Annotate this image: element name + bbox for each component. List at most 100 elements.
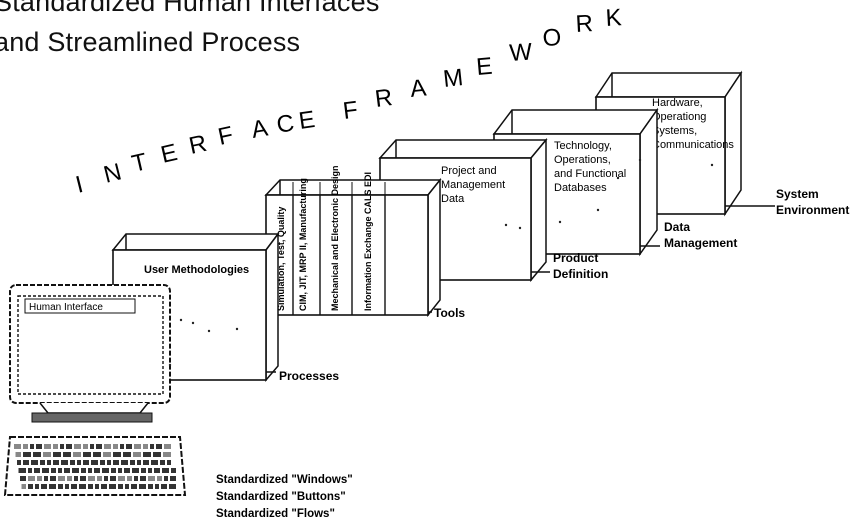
framework-letter: R [373, 84, 394, 113]
keyboard-key [35, 484, 39, 489]
keyboard-key [171, 468, 176, 473]
keyboard-key [103, 452, 111, 457]
framework-letter: A [249, 115, 269, 144]
keyboard-key [161, 484, 167, 489]
keyboard-key [18, 468, 26, 473]
keyboard-key [72, 468, 79, 473]
keyboard-key [33, 452, 41, 457]
data-management-box-line2: Operations, [554, 154, 611, 166]
keyboard-key [83, 460, 89, 465]
product-definition-box-line3: Data [441, 193, 465, 205]
keyboard-key [88, 468, 92, 473]
tools-slice-3: Mechanical and Electronic Design [330, 165, 340, 311]
keyboard-key [28, 468, 32, 473]
keyboard-key [143, 452, 151, 457]
keyboard-key [91, 460, 98, 465]
data-management-box-line3: and Functional [554, 168, 626, 180]
keyboard-key [79, 484, 86, 489]
keyboard-key [97, 476, 102, 481]
keyboard-key [141, 468, 146, 473]
scan-speckles [168, 158, 714, 367]
keyboard-key [73, 452, 81, 457]
keyboard-key [110, 476, 116, 481]
keyboard-key [71, 484, 77, 489]
keyboard-key [42, 468, 49, 473]
product-definition-layer: Project and Management Data Product Defi… [378, 137, 608, 283]
keyboard-key [31, 460, 38, 465]
keyboard-key [113, 452, 121, 457]
keyboard-key [23, 444, 28, 449]
keyboard-key [118, 468, 122, 473]
system-environment-label-line1: System [776, 187, 819, 201]
keyboard-key [67, 476, 72, 481]
keyboard-key [164, 444, 171, 449]
keyboard-key [140, 476, 146, 481]
tools-label: Tools [434, 306, 465, 320]
keyboard-key [60, 444, 64, 449]
framework-letter: A [409, 74, 428, 103]
keyboard-key [80, 476, 86, 481]
processes-label: Processes [279, 369, 339, 383]
keyboard-key [139, 484, 146, 489]
keyboard-key [132, 468, 139, 473]
keyboard-key [124, 468, 130, 473]
keyboard-key [90, 444, 94, 449]
keyboard-key [70, 460, 75, 465]
framework-letter: O [542, 24, 562, 52]
keyboard-key [150, 444, 154, 449]
framework-letter: E [297, 106, 317, 135]
keyboard-key [113, 444, 118, 449]
keyboard-key [155, 484, 159, 489]
keyboard-key [81, 468, 86, 473]
keyboard-key [169, 484, 176, 489]
keyboard-key [15, 452, 21, 457]
keyboard-key [49, 484, 56, 489]
framework-letter: R [575, 10, 594, 38]
keyboard-key [58, 476, 65, 481]
keyboard-key [17, 460, 21, 465]
keyboard-key [118, 484, 123, 489]
keyboard-key [134, 476, 138, 481]
keyboard-key [34, 468, 40, 473]
keyboard-key [95, 484, 99, 489]
keyboard-key [94, 468, 100, 473]
standard-buttons: Standardized "Buttons" [216, 491, 346, 503]
data-management-box-line4: Databases [554, 182, 607, 194]
keyboard-key [148, 484, 153, 489]
framework-letter: N [101, 158, 124, 188]
product-definition-box-line2: Management [441, 179, 505, 191]
keyboard-key [164, 476, 168, 481]
keyboard-key [93, 452, 101, 457]
framework-letter: E [158, 139, 180, 169]
framework-letter: R [187, 130, 210, 160]
keyboard-key [64, 468, 70, 473]
computer-workstation: Human Interface [3, 284, 187, 496]
keyboard-key [14, 444, 21, 449]
keyboard-key [37, 476, 42, 481]
keyboard-key [125, 484, 129, 489]
product-definition-box-line1: Project and [441, 165, 497, 177]
keyboard-key [118, 476, 125, 481]
standards-list: Standardized "Windows" Standardized "But… [216, 474, 353, 520]
keyboard-key [148, 476, 155, 481]
keyboard-key [127, 476, 132, 481]
diagram-title-line1: Standardized Human Interfaces [0, 0, 380, 17]
keyboard-key [104, 444, 111, 449]
keyboard-key [53, 452, 61, 457]
framework-letter: I [73, 171, 86, 199]
keyboard-key [36, 444, 42, 449]
keyboard-key [77, 460, 81, 465]
keyboard-key [131, 484, 137, 489]
keyboard-key [23, 452, 31, 457]
framework-letter: E [475, 53, 493, 81]
keyboard-key [40, 460, 45, 465]
keyboard-key [65, 484, 69, 489]
keyboard-key [20, 476, 26, 481]
keyboard-key [61, 460, 68, 465]
keyboard-key [104, 476, 108, 481]
system-environment-box-line3: Systems, [652, 125, 697, 137]
keyboard-key [154, 468, 160, 473]
keyboard-key [88, 484, 93, 489]
keyboard-key [137, 460, 141, 465]
